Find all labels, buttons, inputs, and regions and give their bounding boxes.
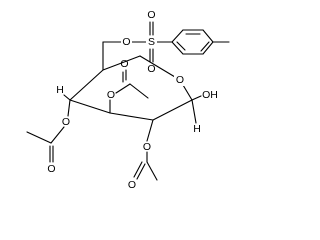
bond-ar1 xyxy=(171,29,184,43)
bond-c3-c4 xyxy=(69,99,111,114)
sulfonyl-oxygen-bottom-label: O xyxy=(147,63,155,75)
bond-c3ac-me xyxy=(129,83,149,99)
bond-ar4 xyxy=(202,41,214,55)
bond-c2ac-me xyxy=(146,161,158,181)
c4-carbonyl-oxygen-label: O xyxy=(47,163,55,175)
sulfonyl-oxygen-top-label: O xyxy=(147,9,155,21)
atom-labels: O S O O O OH H H O O O O O O xyxy=(47,9,217,191)
c4-ester-oxygen-label: O xyxy=(62,116,70,128)
hydroxyl-label: OH xyxy=(202,89,218,101)
bond-c4ac-me xyxy=(26,131,52,144)
bond-lines xyxy=(26,21,230,181)
bond-ar6 xyxy=(171,41,184,55)
c4-hydrogen-label: H xyxy=(56,84,64,96)
bond-ar-dbl3 xyxy=(176,41,186,51)
bond-c1-oh xyxy=(191,95,202,101)
bond-c2-o xyxy=(146,119,154,142)
bond-c4-o xyxy=(67,99,71,117)
bond-c4-c5 xyxy=(69,69,104,101)
anomeric-hydrogen-label: H xyxy=(193,123,201,135)
bond-c5-oring xyxy=(139,55,181,81)
bond-o-c4ac xyxy=(50,126,65,144)
bond-c2ac-o-a xyxy=(136,163,146,180)
sulfur-label: S xyxy=(148,36,155,48)
oxygen-tosylate-label: O xyxy=(122,36,130,48)
bond-c5-c6 xyxy=(102,55,141,71)
bond-c4-h xyxy=(63,94,71,101)
bond-ar-dbl2 xyxy=(200,41,210,52)
bond-c1-h xyxy=(191,99,197,124)
bond-o-c3ac xyxy=(115,83,131,94)
bond-ar3 xyxy=(202,29,214,43)
ring-oxygen-label: O xyxy=(176,74,184,86)
bond-c2ac-o-b xyxy=(133,161,143,178)
c3-ester-oxygen-label: O xyxy=(107,89,115,101)
c2-carbonyl-oxygen-label: O xyxy=(128,179,136,191)
chemical-structure-diagram: O S O O O OH H H O O O O O O xyxy=(26,9,230,191)
c2-ester-oxygen-label: O xyxy=(143,141,151,153)
c3-carbonyl-oxygen-label: O xyxy=(120,58,128,70)
bond-c1-c2 xyxy=(152,99,193,121)
bond-c2-c3 xyxy=(109,112,154,121)
